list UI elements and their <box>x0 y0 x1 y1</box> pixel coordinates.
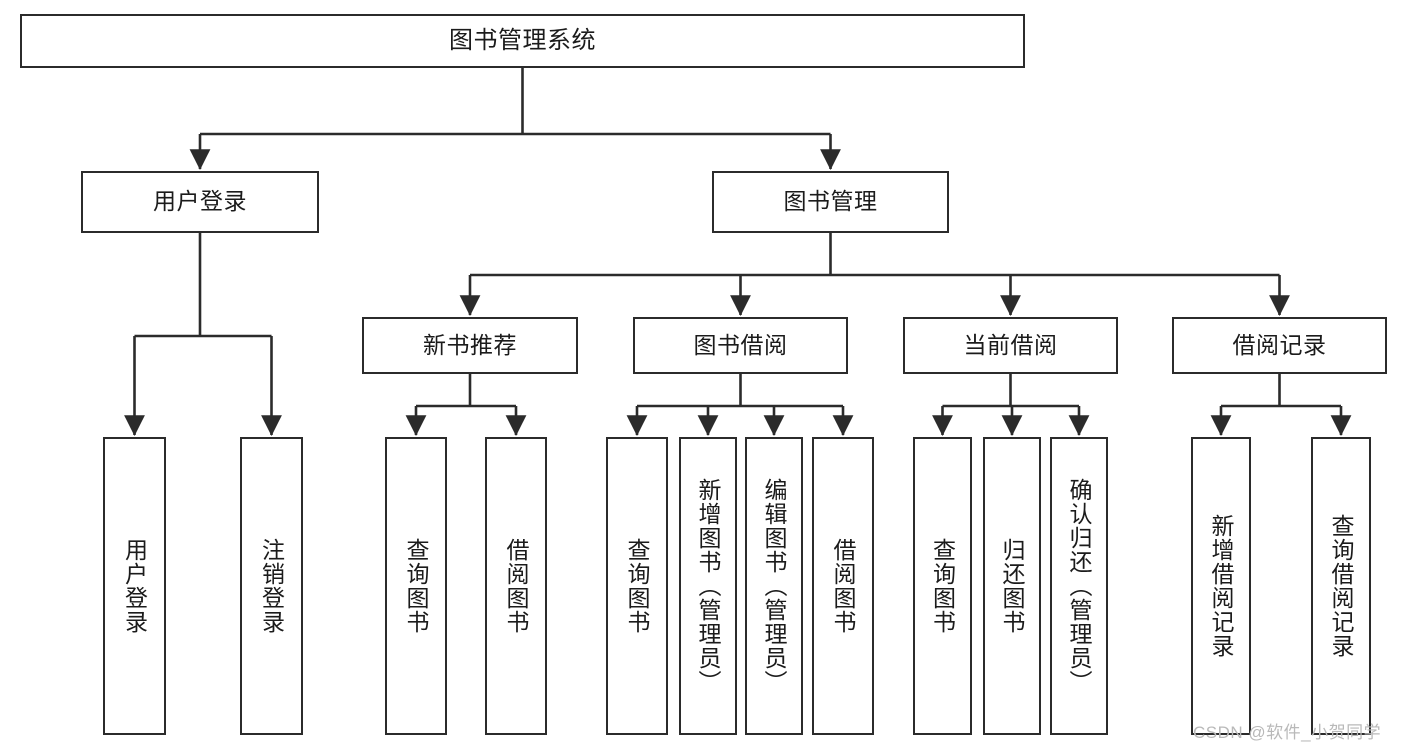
node-label: 图书管理 <box>783 188 878 215</box>
node-leaf-add-record[interactable]: 新增借阅记录 <box>1191 437 1251 735</box>
node-book-borrow[interactable]: 图书借阅 <box>633 317 848 374</box>
node-label: 编辑图书（管理员） <box>761 478 788 694</box>
node-label: 查询图书 <box>624 538 651 634</box>
node-leaf-edit-book[interactable]: 编辑图书（管理员） <box>745 437 803 735</box>
csdn-watermark: CSDN @软件_小贺同学 <box>1193 723 1382 742</box>
node-current-borrow[interactable]: 当前借阅 <box>903 317 1118 374</box>
node-new-book-rec[interactable]: 新书推荐 <box>362 317 578 374</box>
node-label: 图书借阅 <box>693 331 788 358</box>
node-leaf-query-book-cur[interactable]: 查询图书 <box>913 437 972 735</box>
node-leaf-add-book[interactable]: 新增图书（管理员） <box>679 437 737 735</box>
node-label: 当前借阅 <box>963 331 1058 358</box>
node-label: 查询借阅记录 <box>1328 514 1355 658</box>
node-user-login[interactable]: 用户登录 <box>81 171 319 233</box>
node-label: 借阅记录 <box>1232 331 1327 358</box>
node-label: 用户登录 <box>153 188 247 215</box>
node-label: 注销登录 <box>258 538 285 634</box>
node-root-root[interactable]: 图书管理系统 <box>20 14 1025 68</box>
node-leaf-borrow-book[interactable]: 借阅图书 <box>812 437 874 735</box>
node-book-manage[interactable]: 图书管理 <box>712 171 949 233</box>
node-leaf-query-record[interactable]: 查询借阅记录 <box>1311 437 1371 735</box>
node-leaf-borrow-book-rec[interactable]: 借阅图书 <box>485 437 547 735</box>
node-label: 借阅图书 <box>830 538 857 634</box>
node-label: 图书管理系统 <box>449 26 596 54</box>
node-leaf-query-book-borrow[interactable]: 查询图书 <box>606 437 668 735</box>
node-leaf-confirm-return[interactable]: 确认归还（管理员） <box>1050 437 1108 735</box>
node-label: 确认归还（管理员） <box>1066 478 1093 694</box>
node-label: 新书推荐 <box>423 331 517 358</box>
node-label: 查询图书 <box>403 538 430 634</box>
node-borrow-record[interactable]: 借阅记录 <box>1172 317 1387 374</box>
node-label: 查询图书 <box>929 538 956 634</box>
node-leaf-return-book[interactable]: 归还图书 <box>983 437 1041 735</box>
node-label: 用户登录 <box>121 538 148 634</box>
node-leaf-user-login[interactable]: 用户登录 <box>103 437 166 735</box>
node-leaf-query-book-rec[interactable]: 查询图书 <box>385 437 447 735</box>
node-label: 新增图书（管理员） <box>695 478 722 694</box>
node-label: 新增借阅记录 <box>1208 514 1235 658</box>
node-label: 借阅图书 <box>503 538 530 634</box>
node-leaf-logout[interactable]: 注销登录 <box>240 437 303 735</box>
node-label: 归还图书 <box>999 538 1026 634</box>
